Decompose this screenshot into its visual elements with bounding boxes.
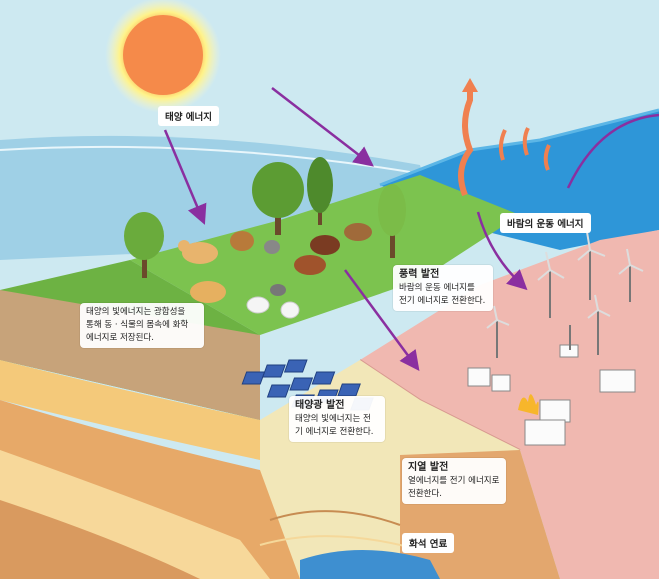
sheep (246, 296, 300, 319)
heat-arrow-4 (543, 144, 551, 171)
wind-power-label: 풍력 발전 바람의 운동 에너지를 전기 에너지로 전환한다. (393, 265, 493, 311)
arrow-to-solar (343, 269, 420, 372)
geothermal-fire (518, 394, 539, 415)
rock-layer-4 (0, 500, 200, 579)
rock-layer-1 (0, 360, 260, 460)
arrow-wind-curve (566, 113, 659, 189)
wind-kinetic-energy-label: 바람의 운동 에너지 (500, 213, 591, 233)
solar-power-desc: 태양의 빛에너지는 전 기 에너지로 전환한다. (295, 414, 374, 437)
deer (344, 223, 372, 241)
horse-1 (310, 235, 340, 255)
wind-power-title: 풍력 발전 (399, 269, 440, 280)
heat-arrow-3 (522, 127, 530, 156)
horse-2 (294, 255, 326, 275)
geothermal-label: 지열 발전 열에너지를 전기 에너지로 전환한다. (402, 458, 506, 504)
photosynthesis-desc: 태양의 빛에너지는 광합성을 통해 동 · 식물의 몸속에 화학 에너지로 저장… (86, 307, 189, 343)
industry-plateau (360, 230, 659, 579)
turbine-blades (486, 231, 644, 329)
solar-power-label: 태양광 발전 태양의 빛에너지는 전 기 에너지로 전환한다. (289, 396, 385, 442)
tree-right (378, 184, 406, 258)
wind-turbines (496, 250, 631, 358)
solar-energy-label: 태양 에너지 (158, 106, 220, 126)
arrow-sun-to-sea (271, 87, 374, 167)
arrow-to-turbines (476, 211, 528, 291)
underground-water (300, 550, 440, 579)
arrow-sun-to-land (163, 129, 207, 225)
solar-power-title: 태양광 발전 (295, 400, 345, 411)
goat (264, 240, 286, 296)
fossil-fuel-label: 화석 연료 (402, 533, 455, 553)
wind-power-desc: 바람의 운동 에너지를 전기 에너지로 전환한다. (399, 283, 486, 306)
tree-cypress (307, 157, 333, 225)
heat-arrow-main (458, 88, 474, 197)
tree-left (124, 212, 164, 278)
cow-3 (190, 281, 226, 303)
sun (123, 15, 203, 95)
buildings (467, 344, 636, 446)
photosynthesis-label: 태양의 빛에너지는 광합성을 통해 동 · 식물의 몸속에 화학 에너지로 저장… (80, 303, 204, 348)
geothermal-title: 지열 발전 (408, 462, 449, 473)
cow-1 (178, 240, 218, 264)
geothermal-desc: 열에너지를 전기 에너지로 전환한다. (408, 476, 500, 499)
tree-middle (252, 162, 304, 235)
cow-2 (230, 231, 254, 251)
heat-arrow-2 (498, 129, 507, 161)
ground-front (0, 290, 260, 420)
